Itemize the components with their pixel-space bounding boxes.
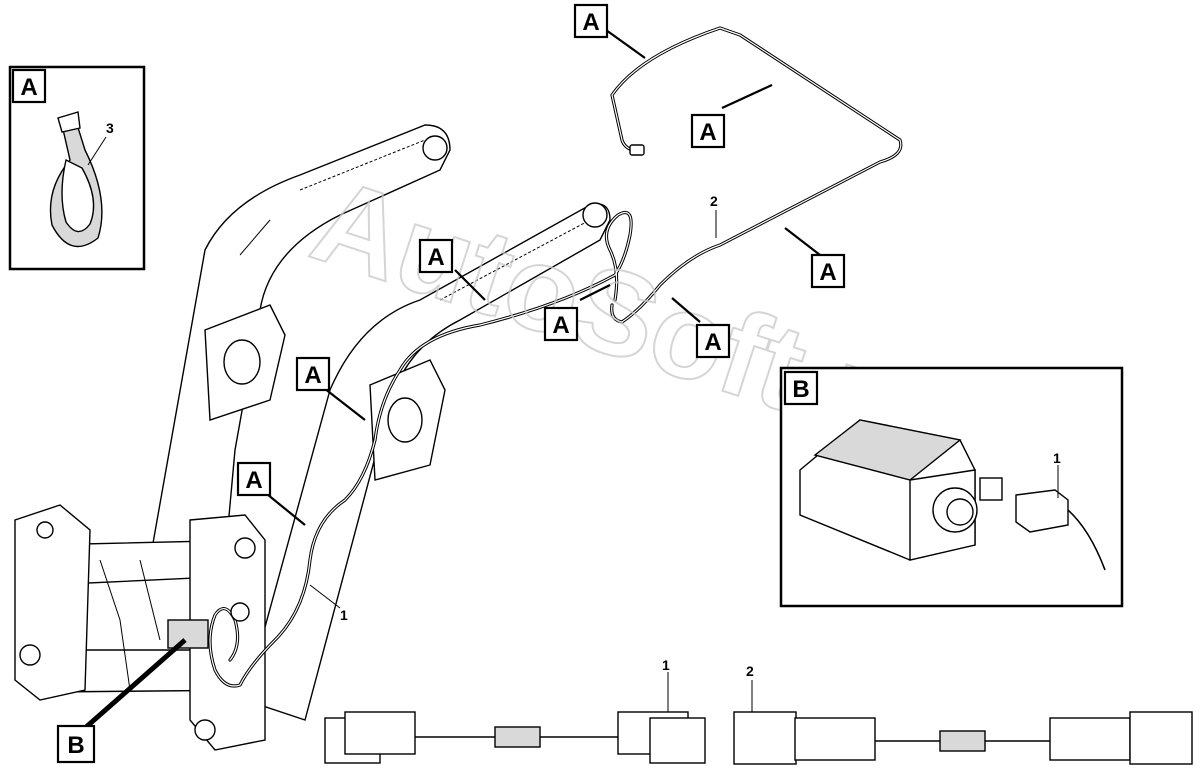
label-a-3: A (418, 238, 454, 274)
connector-legend-1: 1 (324, 657, 706, 764)
connector-legend-2: 2 (733, 663, 1193, 765)
label-a-7: A (295, 356, 331, 392)
legend-callout-2: 2 (746, 663, 754, 679)
callout-3: 3 (106, 120, 114, 136)
wire-harness-2 (610, 26, 903, 324)
control-unit-icon (799, 419, 1003, 561)
detail-b-panel: B 1 (779, 366, 1124, 608)
callout-harness-1: 1 (340, 607, 348, 623)
svg-text:A: A (427, 244, 444, 271)
svg-text:A: A (245, 467, 262, 494)
label-a-5: A (543, 306, 579, 342)
svg-text:B: B (792, 376, 809, 403)
label-a-8: A (236, 461, 272, 497)
svg-text:A: A (552, 312, 569, 339)
callout-3-leader (87, 136, 107, 166)
svg-text:A: A (819, 259, 836, 286)
svg-text:B: B (67, 732, 84, 759)
svg-text:A: A (20, 74, 37, 101)
harness-plug-icon (1015, 489, 1106, 571)
detail-a-label: A (11, 68, 47, 104)
svg-text:A: A (582, 9, 599, 36)
cable-tie-icon (49, 111, 103, 248)
svg-text:A: A (704, 329, 721, 356)
legend-callout-1: 1 (662, 657, 670, 673)
svg-text:A: A (699, 119, 716, 146)
callout-1-b: 1 (1053, 450, 1061, 466)
label-a-4: A (810, 253, 846, 289)
callout-harness-2: 2 (710, 193, 718, 209)
wire-harness-1 (208, 210, 633, 688)
label-a-1: A (573, 3, 609, 39)
callout-1-leader (309, 584, 341, 609)
svg-text:A: A (304, 362, 321, 389)
detail-b-label: B (783, 370, 819, 406)
label-b-1: B (56, 724, 96, 764)
label-a-2: A (690, 113, 726, 149)
detail-a-panel: A 3 (8, 65, 146, 271)
label-a-6: A (695, 323, 731, 359)
